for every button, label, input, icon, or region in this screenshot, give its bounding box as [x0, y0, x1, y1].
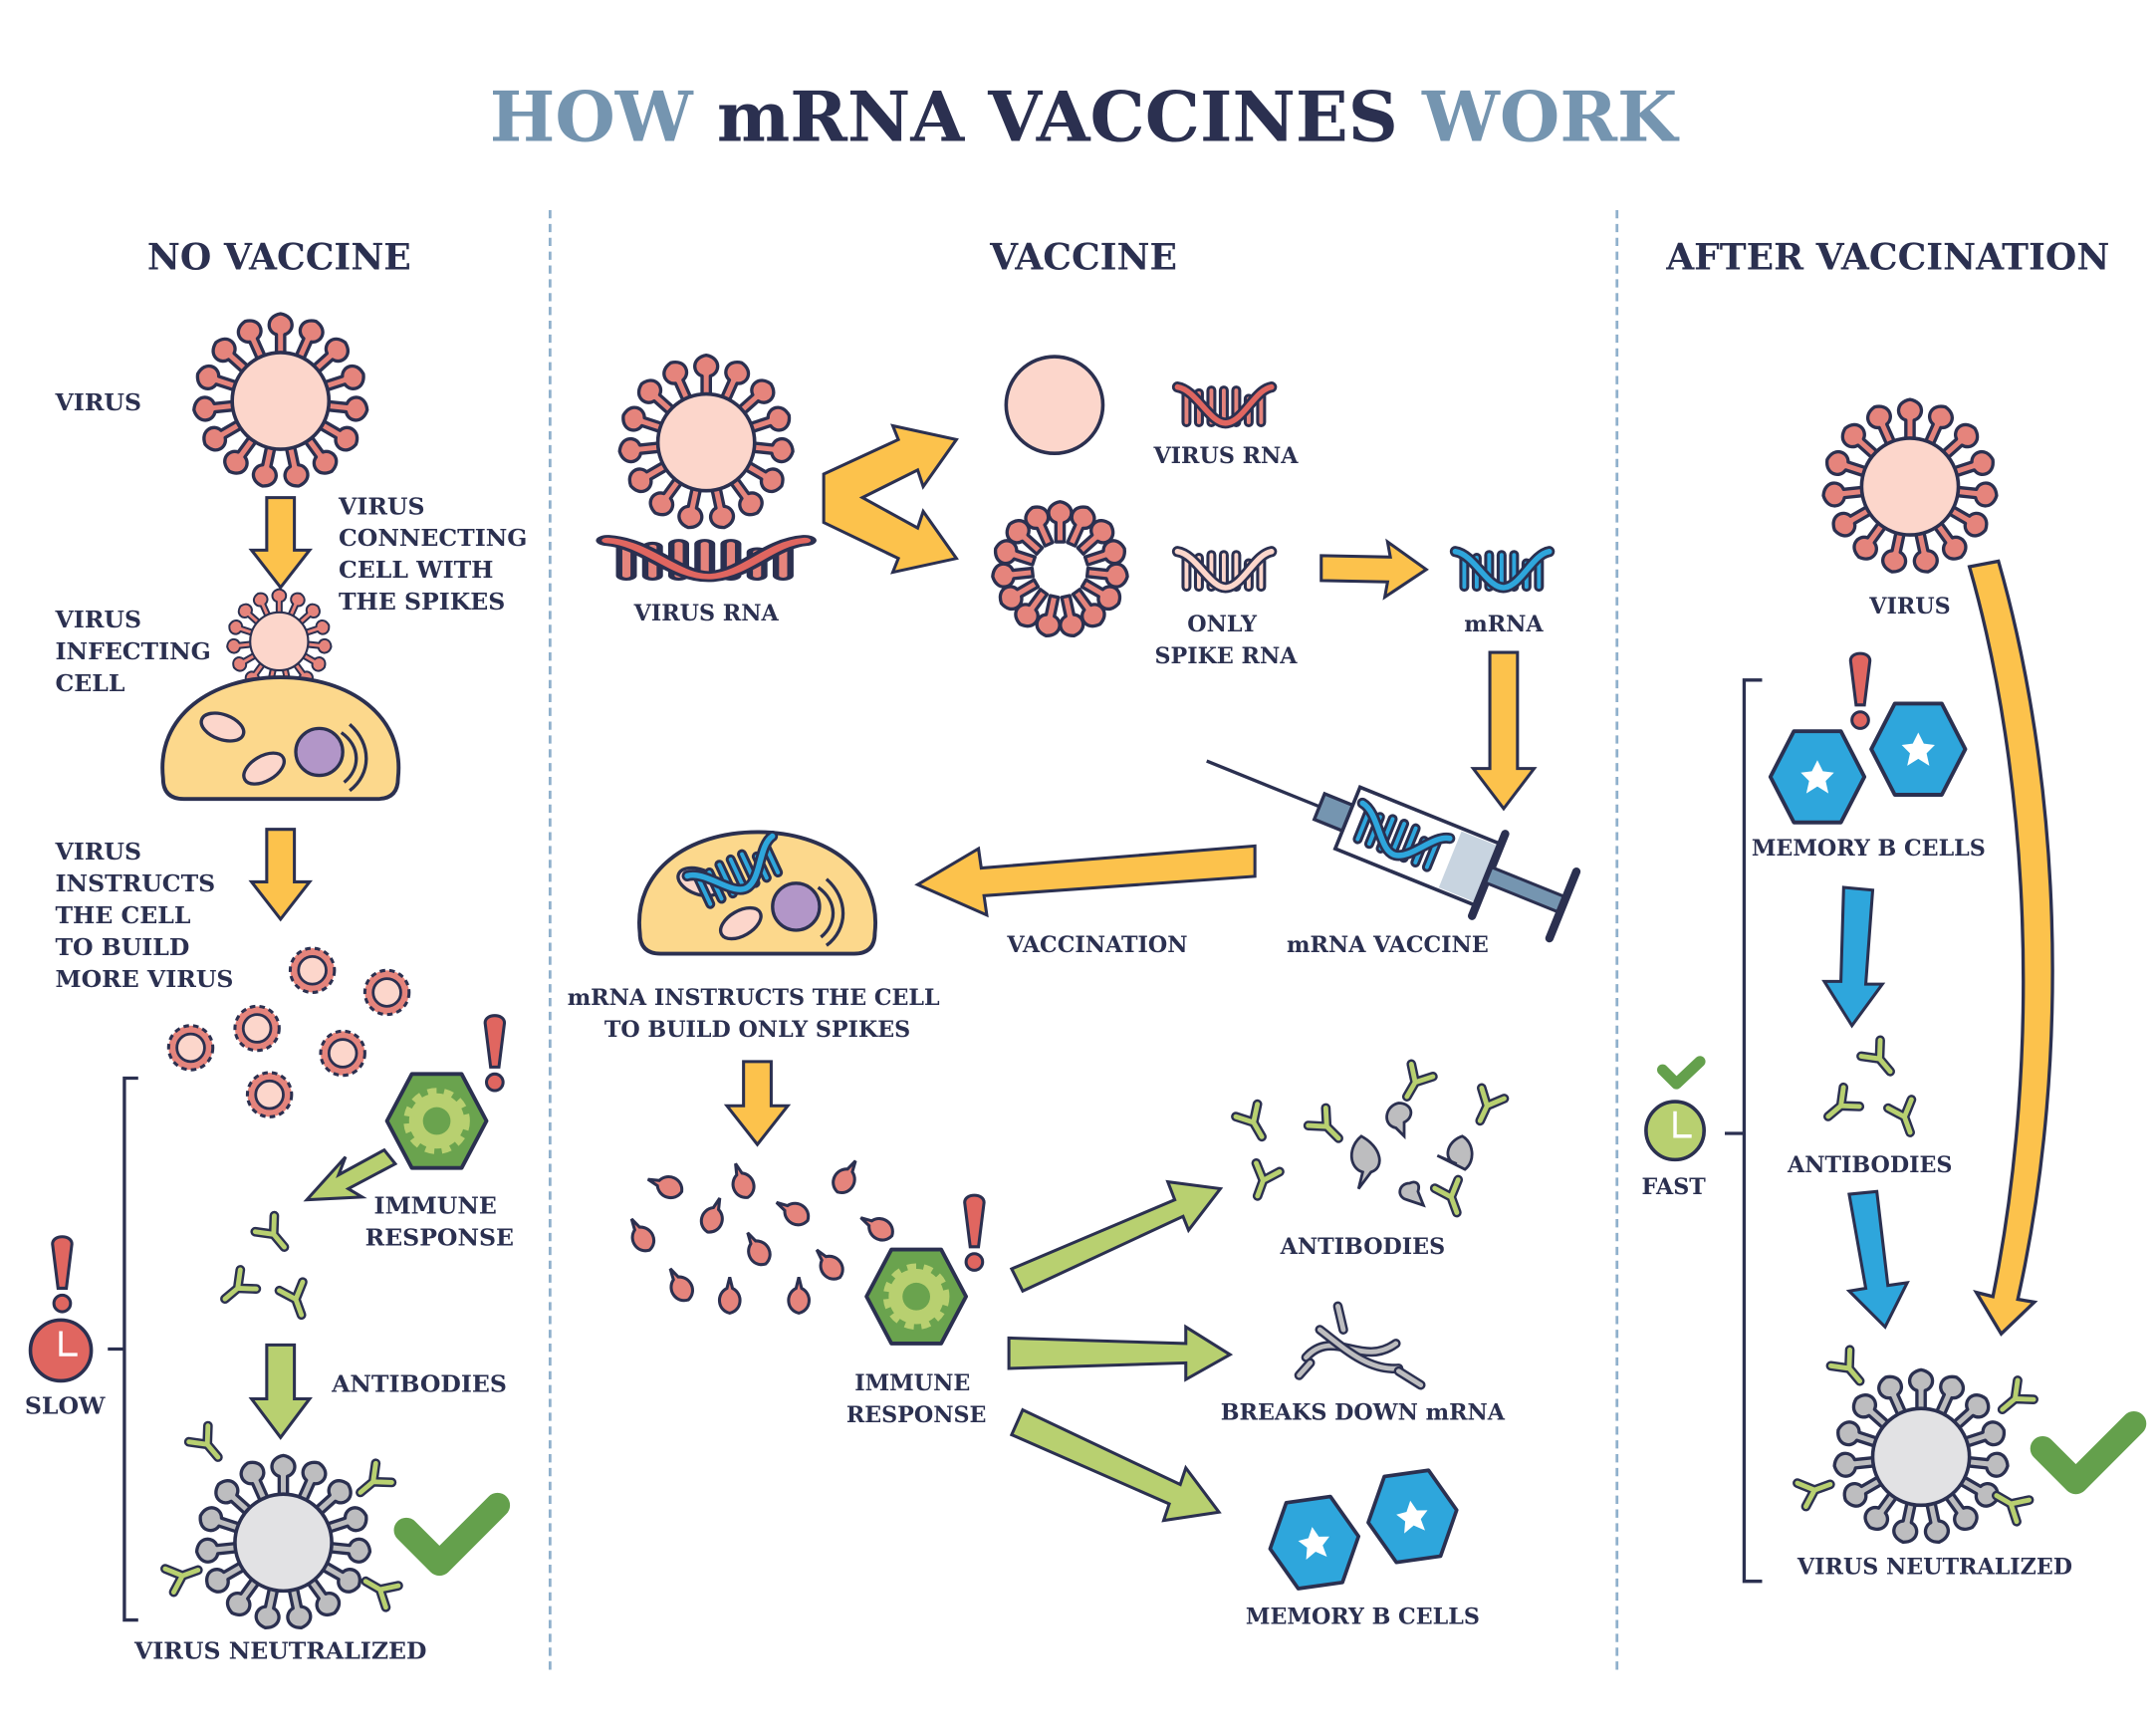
immune-cell-icon: [387, 1074, 487, 1167]
antibody-icon: [255, 1216, 294, 1255]
check-icon: [406, 1505, 498, 1563]
label-virus-neutralized: VIRUS NEUTRALIZED: [133, 1636, 426, 1664]
arrow-down-icon: [1470, 650, 1538, 812]
heading-no-vaccine: NO VACCINE: [147, 236, 411, 279]
label-only-spike-rna: ONLY SPIKE RNA: [1155, 612, 1299, 669]
arrow-down-icon: [248, 496, 313, 591]
arrow-down-right-icon: [1009, 1407, 1222, 1523]
memory-b-cell-icon: [1869, 701, 1968, 797]
antibody-icon: [1861, 1040, 1900, 1079]
antibody-icon: [280, 1282, 314, 1319]
label-virus: VIRUS: [55, 388, 142, 416]
neutralized-virus-icon: [165, 1426, 398, 1630]
arrow-down-icon: [1821, 885, 1886, 1029]
arrow-down-icon: [723, 1060, 792, 1147]
virus-capsid-icon: [1004, 355, 1105, 456]
memory-b-cell-icon: [1360, 1465, 1465, 1568]
virus-rna-icon: [596, 535, 817, 583]
virus-replica-icon: [233, 1004, 281, 1053]
label-virus-rna: VIRUS RNA: [1152, 443, 1299, 469]
immune-cell-icon: [866, 1250, 966, 1344]
slow-clock-icon: [28, 1318, 94, 1383]
cell-icon: [160, 675, 401, 802]
column-no-vaccine: NO VACCINE VIRUS VIRUS CONNECTING CELL W…: [25, 236, 536, 1665]
virus-replica-icon: [319, 1029, 366, 1078]
alert-icon: [963, 1193, 986, 1272]
broken-mrna-icon: [1294, 1301, 1426, 1390]
column-vaccine: VACCINE VIRUS RNA: [568, 236, 1581, 1630]
label-virus-neutralized-after: VIRUS NEUTRALIZED: [1797, 1555, 2072, 1581]
arrow-diagonal-icon: [303, 1147, 398, 1202]
title-part-1: HOW: [490, 78, 694, 158]
split-arrow-icon: [822, 423, 959, 575]
antibody-icon: [217, 1270, 256, 1309]
label-antibodies-vaccine: ANTIBODIES: [1280, 1234, 1445, 1260]
fast-clock-icon: [1644, 1100, 1706, 1162]
syringe-icon: [1206, 759, 1581, 943]
label-virus-rna-left: VIRUS RNA: [633, 601, 780, 626]
label-fast: FAST: [1642, 1174, 1707, 1200]
heading-after-vaccination: AFTER VACCINATION: [1665, 236, 2109, 279]
spike-proteins: [620, 1153, 899, 1315]
curved-arrow-icon: [1967, 559, 2054, 1337]
label-immune-response-vaccine: IMMUNE RESPONSE: [846, 1370, 987, 1428]
arrow-down-icon: [248, 828, 313, 922]
spike-rna-icon: [1171, 546, 1278, 594]
arrow-down-icon: [1845, 1189, 1910, 1330]
virus-icon: [618, 356, 794, 530]
label-immune-response: IMMUNE RESPONSE: [365, 1192, 514, 1252]
virus-replica-icon: [166, 1024, 215, 1072]
label-mrna-instructs: mRNA INSTRUCTS THE CELL TO BUILD ONLY SP…: [568, 985, 948, 1043]
title-part-3: WORK: [1421, 78, 1680, 158]
label-mrna-vaccine: mRNA VACCINE: [1287, 932, 1489, 958]
column-after-vaccination: AFTER VACCINATION VIRUS MEMORY B CELLS A…: [1642, 236, 2134, 1584]
arrow-right-icon: [1007, 1324, 1234, 1382]
label-breaks-down-mrna: BREAKS DOWN mRNA: [1221, 1399, 1506, 1425]
virus-replica-icon: [245, 1071, 294, 1118]
virus-replica-icon: [288, 946, 337, 994]
label-memory-b-cells: MEMORY B CELLS: [1752, 836, 1986, 862]
antibodies-binding-icon: [1236, 1064, 1504, 1216]
label-memory-b-cells-vaccine: MEMORY B CELLS: [1246, 1605, 1480, 1630]
label-virus-connecting: VIRUS CONNECTING CELL WITH THE SPIKES: [338, 492, 536, 616]
timeline-bracket: [108, 1076, 138, 1622]
memory-b-cell-icon: [1768, 729, 1867, 825]
virus-icon: [193, 314, 368, 488]
label-slow: SLOW: [25, 1392, 106, 1420]
fast-check-icon: [1656, 1056, 1706, 1090]
alert-icon: [51, 1235, 74, 1314]
spike-ring-icon: [989, 500, 1130, 640]
arrow-right-icon: [1319, 538, 1429, 601]
timeline-bracket: [1725, 678, 1763, 1584]
mrna-icon: [1449, 546, 1556, 594]
alert-icon: [483, 1014, 507, 1093]
arrow-down-icon: [248, 1343, 313, 1440]
page-title: HOW mRNA VACCINES WORK: [490, 78, 1680, 158]
label-virus-instructs: VIRUS INSTRUCTS THE CELL TO BUILD MORE V…: [55, 838, 234, 993]
title-part-2: mRNA VACCINES: [717, 78, 1398, 158]
heading-vaccine: VACCINE: [989, 236, 1177, 279]
label-antibodies-after: ANTIBODIES: [1787, 1152, 1952, 1178]
alert-icon: [1848, 651, 1872, 730]
memory-b-cell-icon: [1262, 1491, 1367, 1594]
virus-rna-icon: [1171, 381, 1278, 429]
arrow-left-icon: [914, 844, 1257, 918]
virus-replica-icon: [362, 968, 411, 1017]
label-antibodies: ANTIBODIES: [331, 1370, 507, 1398]
virus-icon: [1822, 399, 1998, 574]
antibody-icon: [1820, 1088, 1859, 1126]
antibody-icon: [1888, 1100, 1922, 1136]
label-mrna: mRNA: [1464, 612, 1544, 637]
label-virus-infecting: VIRUS INFECTING CELL: [55, 606, 220, 697]
arrow-up-right-icon: [1009, 1179, 1224, 1294]
check-icon: [2042, 1423, 2134, 1481]
neutralized-virus-icon: [1797, 1350, 2034, 1544]
cell-with-mrna-icon: [637, 830, 878, 956]
label-vaccination: VACCINATION: [1006, 932, 1187, 958]
label-virus-after: VIRUS: [1868, 594, 1950, 619]
